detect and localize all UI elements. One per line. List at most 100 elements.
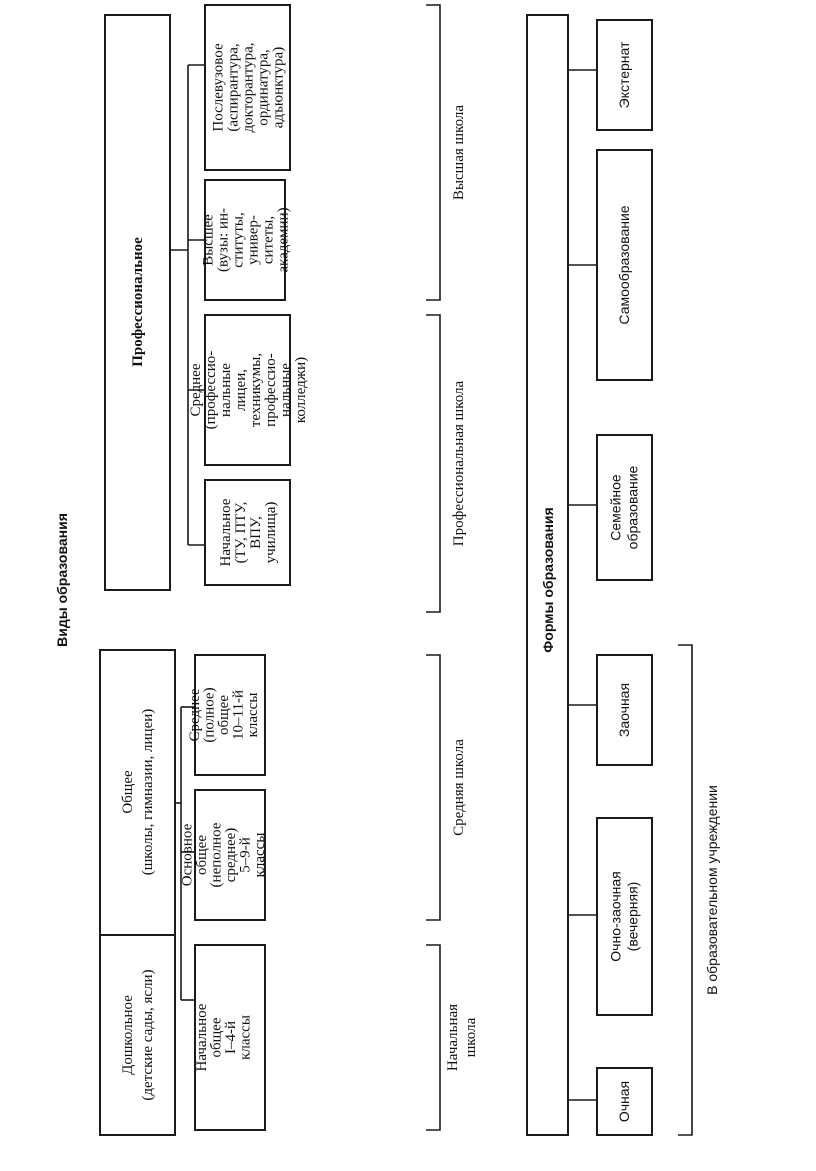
professional-child-label-line: профессио- — [263, 353, 279, 427]
professional-child-box — [204, 314, 291, 466]
general-child-label-line: общее — [209, 1017, 225, 1057]
general-child-label-line: среднее) — [223, 828, 239, 883]
school-level-label-line: Средняя школа — [451, 739, 467, 836]
professional-child-label-line: нальные — [278, 363, 294, 417]
forms-child-box — [596, 434, 653, 581]
professional-child-label-line: (ТУ, ПТУ, — [233, 502, 249, 564]
forms-child-label: Самообразование — [616, 205, 632, 324]
forms-child-box — [596, 1067, 653, 1136]
professional-child-label-line: Высшее — [201, 214, 217, 266]
general-child-label: НачальноеобщееI–4-йклассы — [194, 1003, 254, 1071]
school-level-bracket — [426, 654, 441, 921]
professional-child-box — [204, 479, 291, 586]
forms-title: Формы образования — [540, 507, 556, 652]
professional-child-label-line: техникумы, — [248, 353, 264, 427]
professional-box — [104, 14, 171, 591]
general-child-label-line: 5–9-й — [238, 837, 254, 873]
forms-child-box — [596, 149, 653, 381]
forms-child-label-line: Экстернат — [616, 41, 632, 108]
general-child-box — [194, 789, 266, 921]
professional-child-label-line: лицеи, — [233, 369, 249, 411]
professional-child-label-line: ституты, — [231, 212, 247, 267]
school-level-label-line: Начальная — [445, 1004, 461, 1071]
professional-label-line: Профессиональное — [130, 237, 146, 367]
school-level-label-line: школа — [463, 1017, 479, 1057]
general-child-label-line: (неполное — [209, 822, 225, 887]
professional-child-box — [204, 4, 291, 171]
professional-child-label: Начальное(ТУ, ПТУ,ВПУ,училища) — [218, 498, 279, 566]
professional-child-label-line: ситеты, — [261, 216, 277, 264]
professional-child-label-line: (аспирантура, — [226, 43, 242, 131]
institution-label: В образовательном учреждении — [704, 785, 720, 995]
general-child-label-line: Начальное — [194, 1003, 210, 1071]
forms-child-label-line: Заочная — [616, 683, 632, 737]
preschool-label-line: Дошкольное — [120, 995, 136, 1075]
professional-label: Профессиональное — [130, 237, 146, 367]
general-child-label-line: классы — [252, 833, 268, 878]
general-child-label: Основноеобщее(неполноесреднее)5–9-йкласс… — [180, 822, 269, 887]
forms-child-box — [596, 817, 653, 1016]
professional-child-label: Высшее(вузы: ин-ституты,универ-ситеты,ак… — [201, 207, 292, 272]
preschool-label: Дошкольное(детские сады, ясли) — [120, 969, 156, 1100]
school-level-bracket — [426, 314, 441, 613]
professional-child-label-line: докторантура, — [241, 42, 257, 132]
forms-child-label-line: Очно-заочная — [608, 871, 624, 961]
general-child-label-line: классы — [238, 1015, 254, 1060]
forms-child-label-line: Очная — [616, 1081, 632, 1122]
general-child-label: Среднее(полное)общее10–11-йклассы — [187, 687, 261, 742]
professional-child-label-line: Начальное — [218, 498, 234, 566]
professional-child-label-line: ВПУ, — [248, 516, 264, 549]
school-level-label-line: Профессиональная школа — [451, 380, 467, 546]
professional-child-label-line: (профессио- — [203, 351, 219, 430]
general-child-label-line: классы — [245, 693, 261, 738]
professional-child-label-line: адъюнктура) — [271, 47, 287, 128]
general-label-line: Общее — [120, 770, 136, 814]
general-child-label-line: 10–11-й — [230, 690, 246, 740]
school-level-bracket — [426, 4, 441, 301]
general-child-label-line: I–4-й — [223, 1021, 239, 1054]
general-child-box — [194, 944, 266, 1131]
preschool-label-line: (детские сады, ясли) — [140, 969, 156, 1100]
general-child-label-line: (полное) — [201, 687, 217, 742]
institution-bracket — [678, 644, 693, 1136]
forms-child-box — [596, 19, 653, 131]
general-child-label-line: Среднее — [187, 688, 203, 741]
professional-child-label: Послевузовое(аспирантура,докторантура,ор… — [211, 42, 287, 132]
professional-child-label-line: Среднее — [188, 363, 204, 416]
institution-label-line: В образовательном учреждении — [704, 785, 720, 995]
general-label: Общее(школы, гимназии, лицеи) — [120, 709, 156, 876]
forms-box — [526, 14, 569, 1136]
professional-child-label-line: ординатура, — [256, 49, 272, 126]
general-child-label-line: общее — [216, 695, 232, 735]
forms-child-label: Экстернат — [616, 41, 632, 108]
professional-child-label-line: училища) — [263, 502, 279, 564]
professional-child-label-line: академии) — [276, 207, 292, 272]
professional-child-box — [204, 179, 286, 301]
professional-child-label-line: нальные — [218, 363, 234, 417]
forms-child-label: Заочная — [616, 683, 632, 737]
diagram-title: Виды образования — [54, 513, 70, 647]
school-level-label: Высшая школа — [451, 105, 467, 200]
general-box — [99, 649, 176, 936]
forms-child-label: Очная — [616, 1081, 632, 1122]
forms-child-label-line: Самообразование — [616, 205, 632, 324]
general-child-label-line: общее — [194, 835, 210, 875]
forms-child-label-line: образование — [625, 465, 641, 549]
general-label-line: (школы, гимназии, лицеи) — [140, 709, 156, 876]
school-level-bracket — [426, 944, 441, 1131]
forms-child-label: Очно-заочная(вечерняя) — [608, 871, 641, 961]
professional-child-label-line: (вузы: ин- — [216, 208, 232, 272]
school-level-label: Профессиональная школа — [451, 380, 467, 546]
professional-child-label: Среднее(профессио-нальныелицеи,техникумы… — [188, 351, 309, 430]
general-child-box — [194, 654, 266, 776]
professional-child-label-line: колледжи) — [293, 357, 309, 423]
school-level-label: Средняя школа — [451, 739, 467, 836]
professional-child-label-line: Послевузовое — [211, 43, 227, 132]
professional-child-label-line: универ- — [246, 215, 262, 265]
forms-child-label-line: (вечерняя) — [625, 882, 641, 952]
general-child-label-line: Основное — [180, 823, 196, 886]
forms-child-label-line: Семейное — [608, 474, 624, 541]
